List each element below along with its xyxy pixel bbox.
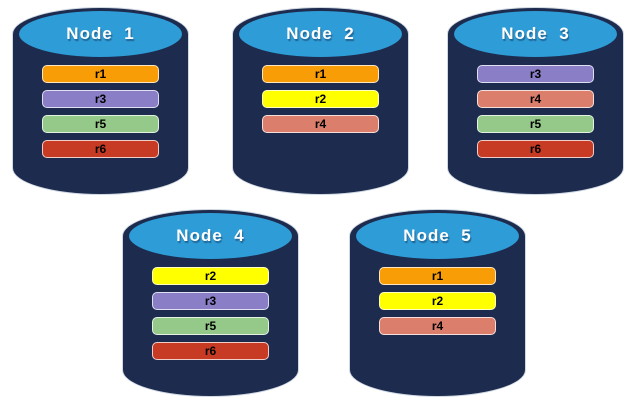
node-1: Node 1 r1 r3 r5 r6 xyxy=(13,8,188,194)
node-4-replica-list: r2 r3 r5 r6 xyxy=(152,267,269,367)
replica-label: r6 xyxy=(94,142,107,156)
replica-bar: r4 xyxy=(379,317,496,335)
replica-bar: r4 xyxy=(477,90,594,108)
replica-bar: r2 xyxy=(152,267,269,285)
replica-label: r3 xyxy=(94,92,107,106)
replica-bar: r3 xyxy=(42,90,159,108)
node-2: Node 2 r1 r2 r4 xyxy=(233,8,408,194)
replica-label: r1 xyxy=(94,67,107,81)
replica-bar: r5 xyxy=(42,115,159,133)
replica-bar: r1 xyxy=(42,65,159,83)
replica-label: r4 xyxy=(529,92,542,106)
replica-label: r3 xyxy=(529,67,542,81)
replica-label: r5 xyxy=(529,117,542,131)
replica-bar: r6 xyxy=(42,140,159,158)
node-5: Node 5 r1 r2 r4 xyxy=(350,210,525,396)
node-title: Node 4 xyxy=(176,226,245,245)
replica-bar: r5 xyxy=(152,317,269,335)
node-3: Node 3 r3 r4 r5 r6 xyxy=(448,8,623,194)
node-1-replica-list: r1 r3 r5 r6 xyxy=(42,65,159,165)
replica-label: r4 xyxy=(314,117,327,131)
node-3-cylinder-top: Node 3 xyxy=(454,11,617,57)
replica-label: r6 xyxy=(529,142,542,156)
replica-label: r2 xyxy=(431,294,444,308)
node-5-cylinder-top: Node 5 xyxy=(356,213,519,259)
replica-bar: r6 xyxy=(477,140,594,158)
node-4: Node 4 r2 r3 r5 r6 xyxy=(123,210,298,396)
replica-bar: r3 xyxy=(477,65,594,83)
node-title: Node 1 xyxy=(66,24,135,43)
replica-bar: r1 xyxy=(379,267,496,285)
replica-bar: r2 xyxy=(379,292,496,310)
replica-label: r6 xyxy=(204,344,217,358)
replica-bar: r6 xyxy=(152,342,269,360)
replica-bar: r5 xyxy=(477,115,594,133)
replica-label: r3 xyxy=(204,294,217,308)
node-5-replica-list: r1 r2 r4 xyxy=(379,267,496,342)
replica-label: r2 xyxy=(204,269,217,283)
replica-bar: r2 xyxy=(262,90,379,108)
replica-bar: r4 xyxy=(262,115,379,133)
replica-label: r1 xyxy=(314,67,327,81)
replica-bar: r3 xyxy=(152,292,269,310)
node-title: Node 2 xyxy=(286,24,355,43)
node-title: Node 3 xyxy=(501,24,570,43)
node-4-cylinder-top: Node 4 xyxy=(129,213,292,259)
node-3-replica-list: r3 r4 r5 r6 xyxy=(477,65,594,165)
node-2-replica-list: r1 r2 r4 xyxy=(262,65,379,140)
node-1-cylinder-top: Node 1 xyxy=(19,11,182,57)
node-2-cylinder-top: Node 2 xyxy=(239,11,402,57)
replica-label: r2 xyxy=(314,92,327,106)
replica-label: r4 xyxy=(431,319,444,333)
replica-label: r5 xyxy=(204,319,217,333)
replica-bar: r1 xyxy=(262,65,379,83)
node-title: Node 5 xyxy=(403,226,472,245)
replica-label: r5 xyxy=(94,117,107,131)
replica-label: r1 xyxy=(431,269,444,283)
